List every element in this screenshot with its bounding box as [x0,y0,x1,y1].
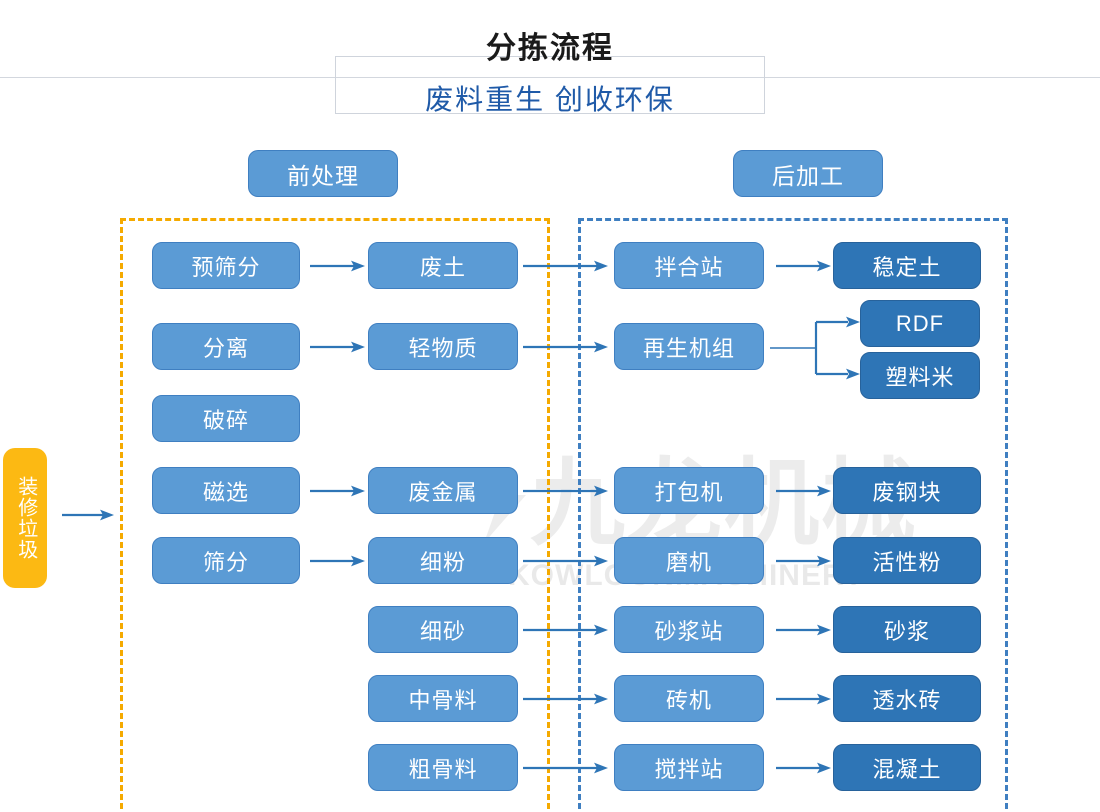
node-scrap-steel-block[interactable]: 废钢块 [833,467,981,514]
arrow-sieving-to-fine-powder [310,555,365,567]
branch-connector-regeneration-unit [770,312,862,384]
node-stirring-station[interactable]: 搅拌站 [614,744,764,791]
title-rule [0,77,1100,78]
node-light-material[interactable]: 轻物质 [368,323,518,370]
node-separation[interactable]: 分离 [152,323,300,370]
node-coarse-aggregate[interactable]: 粗骨料 [368,744,518,791]
node-stabilized-soil[interactable]: 稳定土 [833,242,981,289]
node-pre-screening[interactable]: 预筛分 [152,242,300,289]
node-active-powder[interactable]: 活性粉 [833,537,981,584]
node-fine-powder[interactable]: 细粉 [368,537,518,584]
node-baler[interactable]: 打包机 [614,467,764,514]
node-fine-sand[interactable]: 细砂 [368,606,518,653]
node-plastic-pellets[interactable]: 塑料米 [860,352,980,399]
arrow-coarse-aggregate-to-stirring-station [523,762,608,774]
arrow-light-material-to-regeneration-unit [523,341,608,353]
node-concrete[interactable]: 混凝土 [833,744,981,791]
node-sieving[interactable]: 筛分 [152,537,300,584]
arrow-waste-metal-to-baler [523,485,608,497]
node-waste-soil[interactable]: 废土 [368,242,518,289]
arrow-grinder-to-active-powder [776,555,831,567]
title-frame [335,56,765,114]
page-subtitle: 废料重生 创收环保 [425,84,675,115]
arrow-magnetic-separation-to-waste-metal [310,485,365,497]
section-header-pre-process[interactable]: 前处理 [248,150,398,197]
node-mortar-station[interactable]: 砂浆站 [614,606,764,653]
arrow-pre-screening-to-waste-soil [310,260,365,272]
page-title: 分拣流程 [486,32,614,65]
node-grinder[interactable]: 磨机 [614,537,764,584]
zone-post-process [578,218,1008,812]
arrow-stirring-station-to-concrete [776,762,831,774]
node-waste-metal[interactable]: 废金属 [368,467,518,514]
arrow-baler-to-scrap-steel-block [776,485,831,497]
node-rdf[interactable]: RDF [860,300,980,347]
arrow-mixing-station-to-stabilized-soil [776,260,831,272]
arrow-fine-sand-to-mortar-station [523,624,608,636]
node-crushing[interactable]: 破碎 [152,395,300,442]
section-header-post-process[interactable]: 后加工 [733,150,883,197]
node-brick-machine[interactable]: 砖机 [614,675,764,722]
node-regeneration-unit[interactable]: 再生机组 [614,323,764,370]
arrow-mortar-station-to-mortar [776,624,831,636]
arrow-separation-to-light-material [310,341,365,353]
arrow-medium-aggregate-to-brick-machine [523,693,608,705]
node-magnetic-separation[interactable]: 磁选 [152,467,300,514]
node-permeable-brick[interactable]: 透水砖 [833,675,981,722]
arrow-waste-soil-to-mixing-station [523,260,608,272]
node-mortar[interactable]: 砂浆 [833,606,981,653]
node-medium-aggregate[interactable]: 中骨料 [368,675,518,722]
input-node-renovation-waste[interactable]: 装修垃圾 [3,448,47,588]
node-mixing-station[interactable]: 拌合站 [614,242,764,289]
zone-pre-process [120,218,550,812]
arrow-fine-powder-to-grinder [523,555,608,567]
arrow-brick-machine-to-permeable-brick [776,693,831,705]
arrow-input-to-pre-process [62,509,114,521]
